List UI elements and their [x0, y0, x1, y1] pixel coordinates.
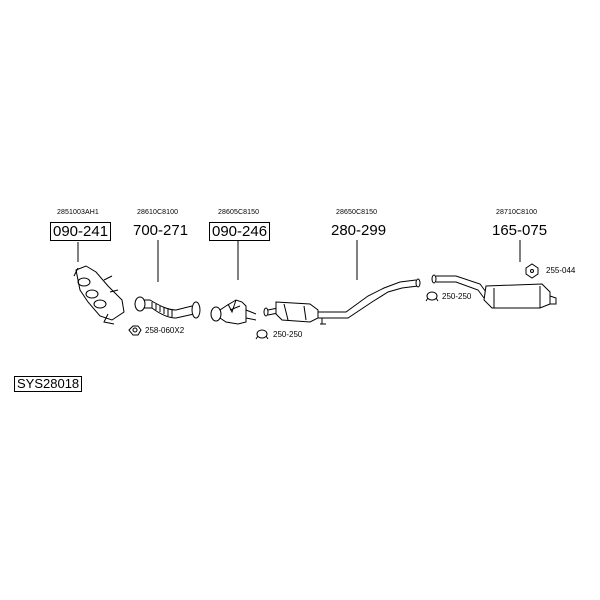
rubber-mount-icon: [525, 263, 539, 279]
oem-number-part-4: 28650C8150: [336, 209, 378, 216]
front-pipe-part[interactable]: [134, 296, 201, 319]
exhaust-manifold-part[interactable]: [73, 265, 125, 325]
rear-silencer-part[interactable]: [431, 274, 557, 309]
fitting-label-clamp-1[interactable]: 250-250: [273, 330, 303, 339]
catalytic-converter-part[interactable]: [210, 299, 257, 325]
fitting-label-mount[interactable]: 255-044: [546, 266, 576, 275]
oem-number-part-1: 2851003AH1: [57, 209, 99, 216]
nut-fitting-icon: [128, 325, 142, 336]
fitting-label-clamp-2[interactable]: 250-250: [442, 292, 472, 301]
part-number-2[interactable]: 700-271: [133, 222, 189, 239]
clamp-fitting-icon: [255, 329, 269, 340]
oem-number-part-5: 28710C8100: [496, 209, 538, 216]
oem-number-part-2: 28610C8100: [137, 209, 179, 216]
part-number-1[interactable]: 090-241: [50, 222, 112, 241]
part-number-4[interactable]: 280-299: [331, 222, 387, 239]
center-silencer-pipe-part[interactable]: [263, 278, 421, 325]
fitting-label-nut[interactable]: 258-060X2: [145, 326, 185, 335]
oem-number-part-3: 28605C8150: [218, 209, 260, 216]
system-code-label: SYS28018: [14, 376, 83, 392]
part-number-3[interactable]: 090-246: [209, 222, 271, 241]
part-number-5[interactable]: 165-075: [492, 222, 548, 239]
clamp-fitting-icon: [425, 291, 439, 302]
